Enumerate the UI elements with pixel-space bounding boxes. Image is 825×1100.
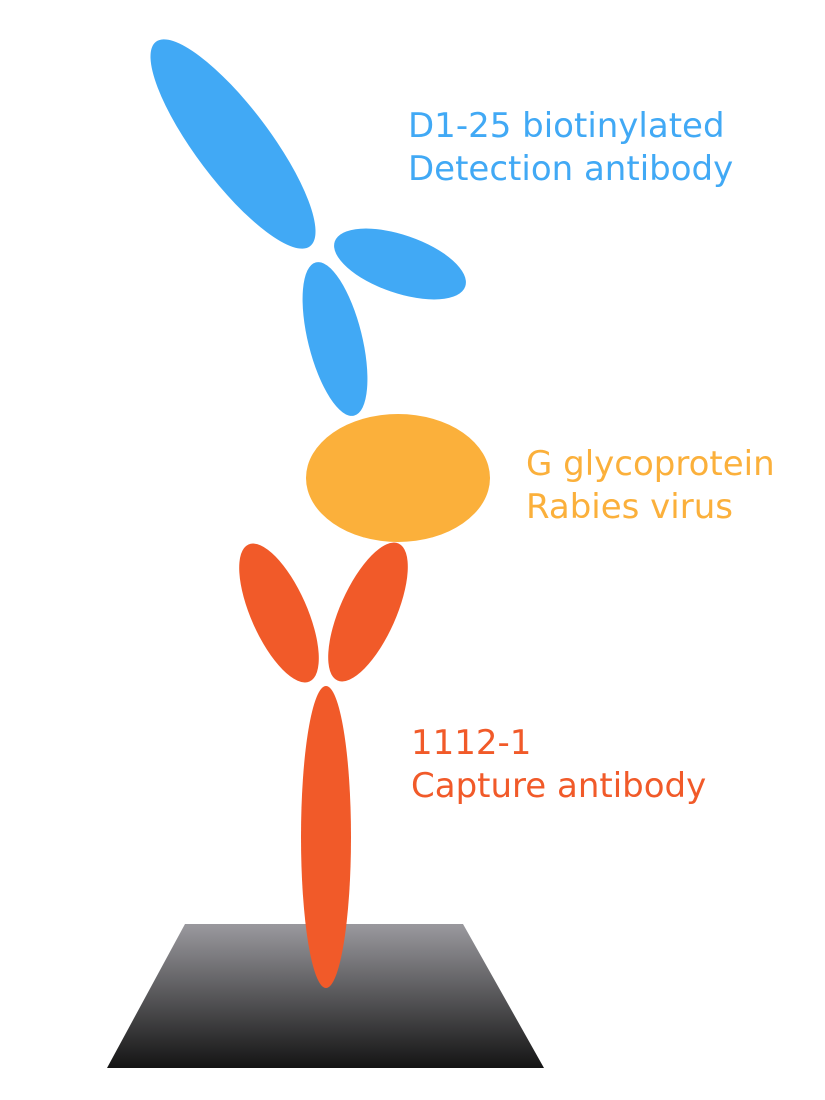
detection-antibody-stem (302, 262, 368, 416)
capture-antibody-left-arm (239, 543, 319, 683)
capture-antibody-label-line1: 1112-1 (411, 723, 532, 763)
antigen-label-line1: G glycoprotein (526, 444, 775, 484)
capture-antibody-right-arm (328, 542, 408, 682)
antigen-label: G glycoprotein Rabies virus (526, 443, 775, 529)
plate-surface (107, 924, 544, 1068)
detection-antibody-short-arm (334, 228, 466, 300)
detection-antibody-label: D1-25 biotinylated Detection antibody (408, 105, 733, 191)
detection-antibody (150, 39, 466, 416)
detection-antibody-label-line2: Detection antibody (408, 149, 734, 189)
capture-antibody (239, 542, 408, 988)
detection-antibody-long-arm (150, 39, 316, 249)
antigen-g-glycoprotein (306, 414, 490, 542)
antigen-label-line2: Rabies virus (526, 487, 733, 527)
capture-antibody-stem (301, 686, 351, 988)
capture-antibody-label: 1112-1 Capture antibody (411, 722, 706, 808)
capture-antibody-label-line2: Capture antibody (411, 766, 707, 806)
detection-antibody-label-line1: D1-25 biotinylated (408, 106, 725, 146)
